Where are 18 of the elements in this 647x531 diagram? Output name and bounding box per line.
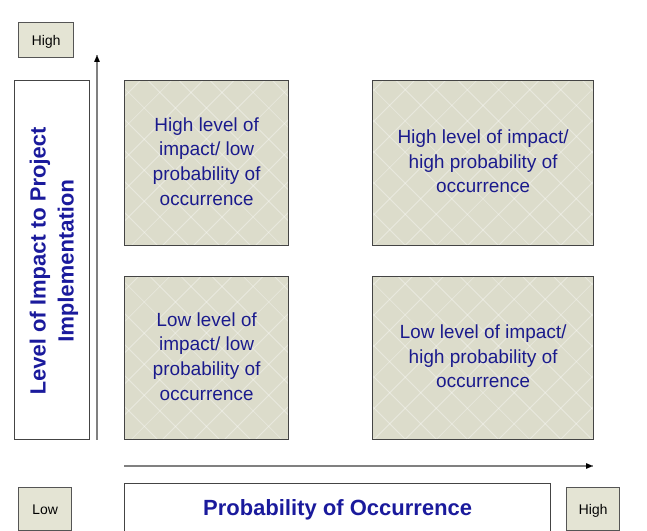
axis-end-label: [566, 487, 620, 531]
node-text: Low level of impact/ low probability of occurrence: [152, 308, 262, 407]
axis-end-label: [18, 487, 72, 531]
node-text: Probability of Occurrence: [203, 495, 472, 521]
quadrant-box: [124, 276, 289, 440]
node-text: High level of impact/ low probability of occurrence: [152, 114, 262, 212]
node-text: High level of impact/ high probability of occurrence: [396, 126, 570, 200]
node-text: Low level of impact/ high probability of occurrence: [398, 320, 568, 394]
axis-title-box: [124, 483, 551, 531]
node-text: High: [32, 32, 60, 48]
quadrant-box: [372, 80, 594, 246]
quadrant-box: [372, 276, 594, 440]
node-text: High: [578, 501, 608, 517]
node-text: Low: [32, 501, 58, 517]
quadrant-box: [124, 80, 289, 246]
axis-title-box: [14, 80, 90, 440]
node-text: Level of Impact to Project Implementation: [24, 125, 79, 396]
axis-end-label: [18, 22, 74, 58]
